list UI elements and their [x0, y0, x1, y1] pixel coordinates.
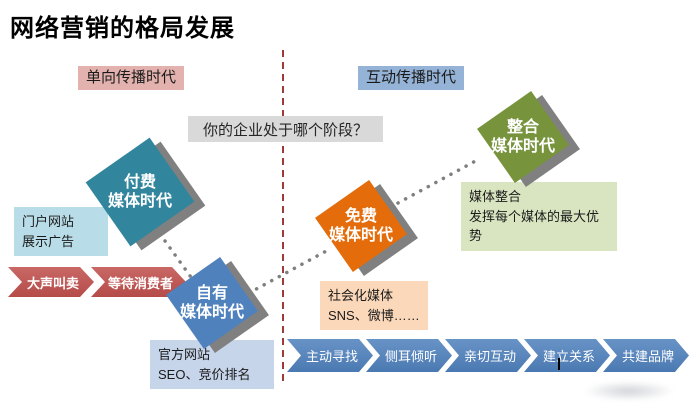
stage-diamond-earned-media: 免费 媒体时代	[315, 180, 418, 276]
note-line: 发挥每个媒体的最大优势	[469, 208, 600, 244]
connector-dots-earned-integrated	[396, 156, 483, 205]
note-owned-media: 官方网站 SEO、竞价排名	[150, 340, 274, 389]
note-line: 媒体整合	[469, 189, 522, 204]
page-title: 网络营销的格局发展	[10, 15, 235, 42]
engage-arrow-interact: 亲切互动	[445, 339, 531, 372]
stage-label-earned: 免费 媒体时代	[328, 193, 394, 259]
question-box: 你的企业处于哪个阶段？	[188, 116, 383, 142]
engage-arrow-listen: 侧耳倾听	[366, 339, 452, 372]
connector-dots-owned-earned	[247, 247, 332, 295]
push-arrow-label: 等待消费者	[107, 275, 173, 291]
stage-label-line2: 媒体时代	[490, 138, 555, 155]
text-cursor	[558, 358, 560, 370]
note-line: 官方网站	[158, 347, 211, 362]
note-line: 展示广告	[22, 233, 75, 249]
stage-label-line2: 媒体时代	[107, 193, 172, 210]
engage-arrow-cobuild-brand: 共建品牌	[603, 339, 689, 372]
engage-arrow-relationship: 建立关系	[524, 339, 610, 372]
stage-label-paid: 付费 媒体时代	[101, 153, 179, 231]
note-line: SEO、竞价排名	[158, 366, 251, 382]
stage-diamond-integrated-media: 整合 媒体时代	[477, 91, 580, 187]
stage-label-line1: 付费	[123, 173, 156, 191]
connector-dots-paid-owned	[148, 218, 195, 282]
stage-label-line2: 媒体时代	[179, 304, 244, 321]
era-label-interactive: 互动传播时代	[358, 66, 465, 90]
stage-label-owned: 自有 媒体时代	[179, 270, 245, 336]
watermark-smudge	[583, 381, 675, 401]
note-line: 门户网站	[22, 214, 75, 229]
stage-label-line1: 自有	[195, 284, 228, 302]
engage-arrow-label: 共建品牌	[621, 349, 674, 364]
note-integrated-media: 媒体整合 发挥每个媒体的最大优势	[461, 182, 617, 251]
note-line: SNS、微博……	[328, 307, 420, 323]
engage-arrow-label: 主动寻找	[305, 349, 358, 364]
push-arrow-label: 大声叫卖	[26, 275, 79, 291]
era-label-oneway: 单向传播时代	[78, 66, 185, 90]
engage-arrow-seek: 主动寻找	[287, 339, 373, 372]
engage-arrow-label: 侧耳倾听	[384, 349, 437, 364]
stage-label-line1: 整合	[506, 118, 539, 136]
note-paid-media: 门户网站 展示广告	[14, 207, 108, 256]
engage-arrow-label: 建立关系	[542, 349, 595, 364]
stage-diamond-owned-media: 自有 媒体时代	[166, 257, 269, 353]
note-line: 社会化媒体	[328, 288, 394, 303]
note-earned-media: 社会化媒体 SNS、微博……	[320, 281, 428, 330]
push-arrow-wait-consumer: 等待消费者	[91, 267, 186, 297]
push-arrow-shout: 大声叫卖	[8, 267, 94, 297]
engage-arrow-label: 亲切互动	[463, 349, 516, 364]
stage-label-line1: 免费	[344, 207, 377, 225]
stage-label-line2: 媒体时代	[328, 227, 393, 244]
stage-label-integrated: 整合 媒体时代	[490, 104, 556, 170]
stage-diamond-paid-media: 付费 媒体时代	[85, 137, 206, 251]
